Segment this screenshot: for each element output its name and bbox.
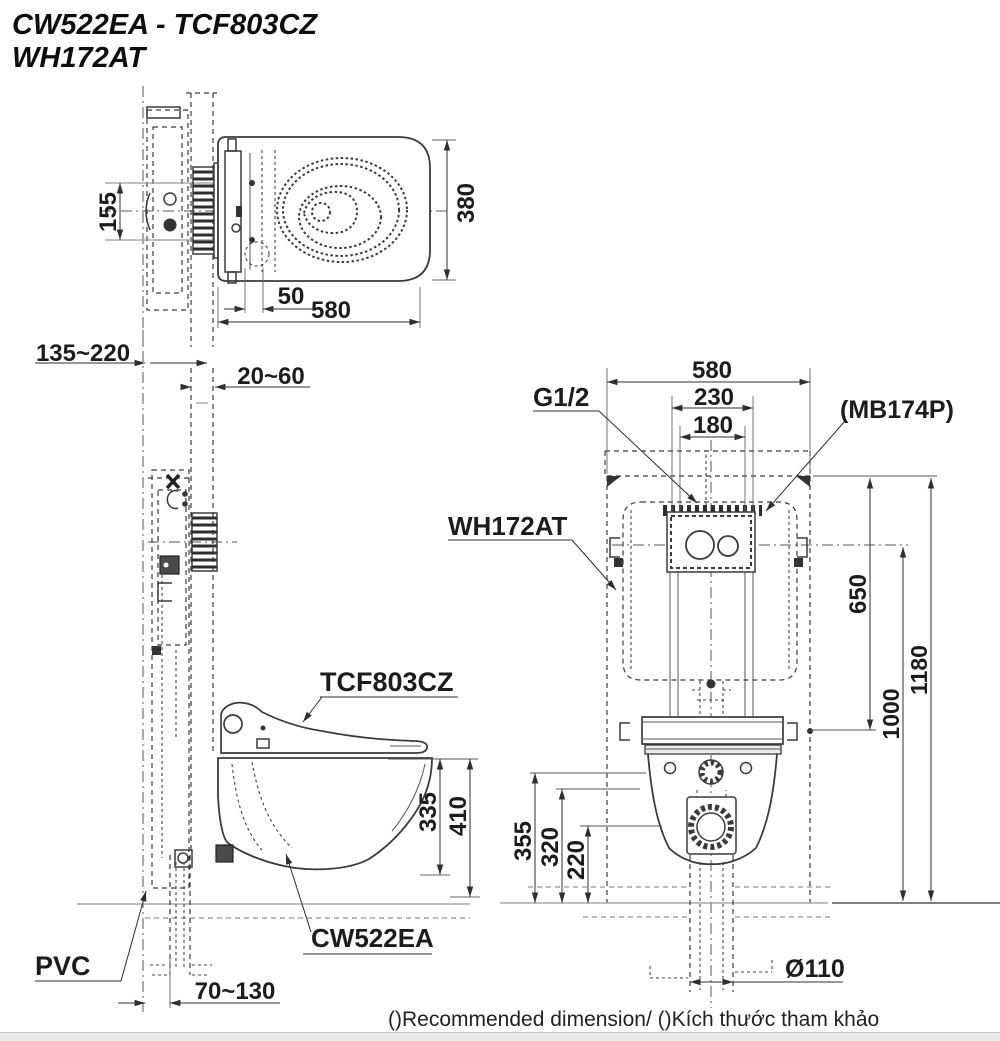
drain-pipe-side [150, 855, 212, 976]
dim-o110-label: Ø110 [785, 955, 845, 983]
label-supply: G1/2 [533, 382, 589, 412]
dim-650-label: 650 [845, 574, 872, 614]
label-frame-leader [571, 539, 617, 591]
bowl-front [647, 753, 778, 866]
label-washlet-leader [302, 696, 323, 723]
label-panel-leader [765, 420, 846, 512]
dim-50-label: 50 [278, 283, 305, 310]
dim-155-label: 155 [95, 192, 122, 232]
seat-plan-outline [217, 136, 431, 282]
title-line1: CW522EA - TCF803CZ [12, 9, 318, 41]
dim-220-label: 220 [563, 840, 590, 880]
bottom-bar [0, 1033, 1000, 1041]
label-pipe: PVC [35, 951, 91, 981]
label-bowl-leader [285, 853, 312, 933]
label-panel: (MB174P) [840, 396, 954, 424]
slab-lines-front [528, 886, 830, 918]
seat-rings [276, 157, 408, 263]
flush-panel [666, 511, 756, 573]
dim-230-label: 230 [694, 384, 734, 411]
title-line2: WH172AT [12, 42, 147, 74]
dim-50-ext [244, 268, 264, 313]
footer-note: ()Recommended dimension/ ()Kích thước th… [388, 1008, 879, 1031]
dim-580f-ext [606, 368, 811, 474]
dim-1180-label: 1180 [906, 645, 932, 695]
dim-drain-range-label: 70~130 [195, 978, 276, 1005]
frame-side [148, 469, 237, 889]
dim-335-410-ext [420, 874, 480, 898]
washlet-plan [224, 138, 276, 284]
dim-580f-label: 580 [692, 357, 732, 384]
dim-230-ext [671, 396, 754, 512]
height-ext-lines [530, 772, 662, 827]
top-view: 155 380 50 580 [95, 86, 480, 347]
dim-180-label: 180 [693, 412, 733, 439]
side-view: 135~220 20~60 [35, 330, 480, 1012]
dim-580t-label: 580 [311, 297, 351, 324]
label-washlet: TCF803CZ [320, 667, 454, 697]
flush-button-large [685, 530, 715, 560]
bowl-side [174, 757, 433, 871]
dim-335-label: 335 [415, 792, 442, 832]
washlet-side [220, 701, 428, 754]
washlet-front [641, 716, 784, 755]
dim-355-label: 355 [510, 821, 537, 861]
label-frame: WH172AT [448, 511, 568, 541]
bellows-side [191, 512, 218, 572]
label-supply-leader [598, 410, 698, 504]
dim-410-label: 410 [445, 796, 472, 836]
flush-button-small [717, 535, 739, 557]
label-pipe-leader [120, 890, 147, 982]
frame-section [145, 106, 189, 311]
dim-180-ext [679, 426, 746, 512]
tank-front [622, 455, 798, 717]
dim-380-label: 380 [453, 183, 480, 223]
front-view: 580 230 180 G1/2 (MB174P) WH172AT 650 10… [448, 357, 1000, 1008]
dim-1000-label: 1000 [878, 688, 904, 739]
label-bowl: CW522EA [311, 923, 434, 953]
drain-pipe-front [649, 855, 773, 992]
dim-gap-range-label: 20~60 [237, 363, 304, 390]
dim-650-ref-dot [807, 728, 813, 734]
dim-320-label: 320 [537, 827, 564, 867]
